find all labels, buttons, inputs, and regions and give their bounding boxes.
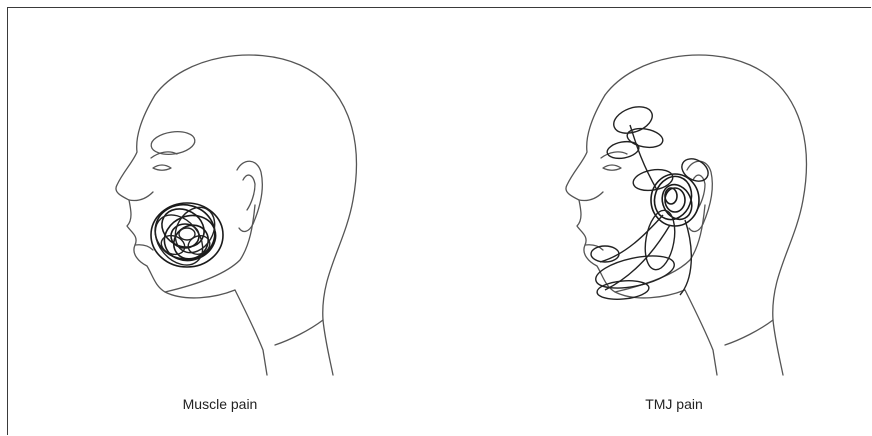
head-diagram-tmj-pain (545, 40, 845, 380)
pain-scribble-masseter (146, 198, 223, 274)
head-outline-right (545, 40, 845, 380)
head-diagram-muscle-pain (95, 40, 395, 380)
head-outline-left (95, 40, 395, 380)
caption-tmj-pain: TMJ pain (564, 396, 784, 412)
pain-scribble-tmj (591, 102, 712, 301)
head-profile (116, 55, 356, 375)
caption-muscle-pain: Muscle pain (110, 396, 330, 412)
head-profile (566, 55, 806, 375)
